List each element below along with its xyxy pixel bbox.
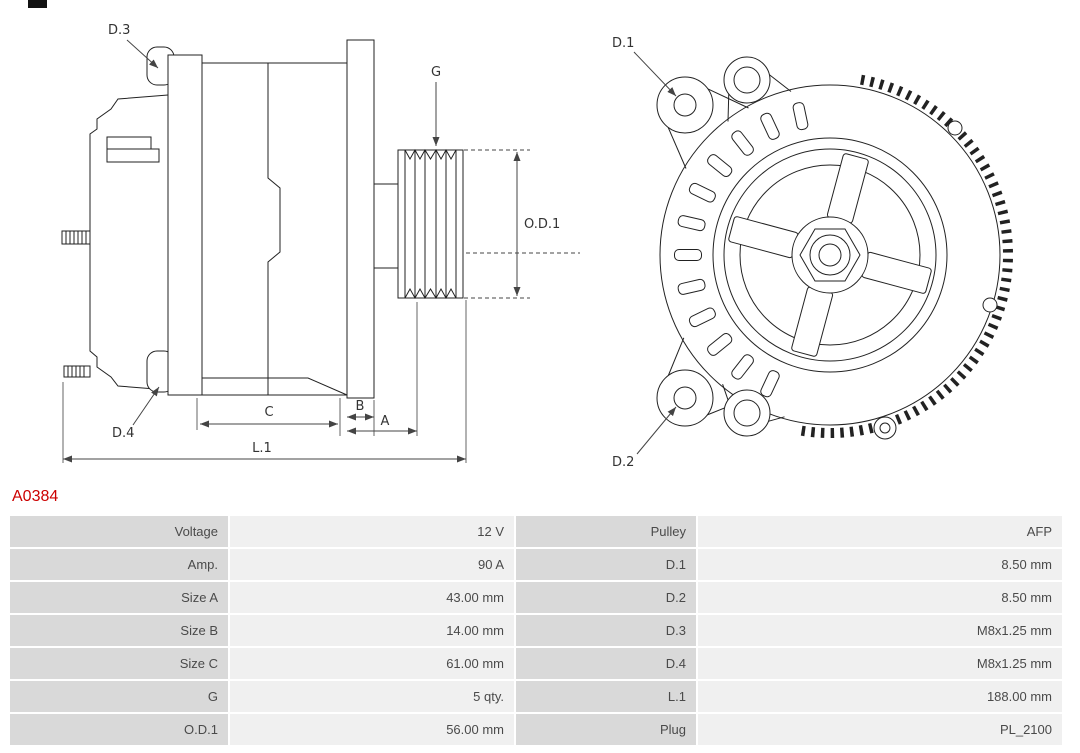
technical-diagram: D.3 G O.D.1 D.4 C	[61, 23, 1013, 470]
dimension-b: B	[347, 399, 374, 421]
spec-label-size-b: Size B	[10, 615, 228, 646]
label-d3: D.3	[108, 23, 130, 38]
pulley-face	[712, 137, 948, 373]
spec-label-pulley: Pulley	[516, 516, 696, 547]
dimension-d2: D.2	[612, 406, 677, 470]
spec-value-size-b: 14.00 mm	[230, 615, 514, 646]
dimension-d1: D.1	[612, 36, 677, 97]
spec-label-g: G	[10, 681, 228, 712]
label-d4: D.4	[112, 426, 134, 441]
label-b: B	[356, 399, 365, 414]
spec-value-plug: PL_2100	[698, 714, 1062, 745]
dimension-d3: D.3	[108, 23, 159, 69]
spec-value-d3: M8x1.25 mm	[698, 615, 1062, 646]
corner-logo-fragment	[28, 0, 47, 8]
pulley-spokes	[728, 153, 932, 357]
spec-value-l1: 188.00 mm	[698, 681, 1062, 712]
hole-d1	[673, 93, 697, 117]
spec-value-pulley: AFP	[698, 516, 1062, 547]
spec-table: Voltage 12 V Pulley AFP Amp. 90 A D.1 8.…	[10, 516, 1062, 745]
spec-label-d1: D.1	[516, 549, 696, 580]
label-d1: D.1	[612, 36, 634, 51]
witness-lines	[62, 300, 467, 463]
side-view-dimensions: D.3 G O.D.1 D.4 C	[62, 23, 580, 463]
mounting-ears	[146, 46, 203, 396]
pulley-side	[397, 148, 464, 300]
part-number: A0384	[12, 488, 59, 505]
shaft	[373, 183, 399, 269]
dimension-g: G	[431, 65, 441, 146]
mounting-holes	[673, 66, 998, 440]
spec-value-d1: 8.50 mm	[698, 549, 1062, 580]
spec-value-od1: 56.00 mm	[230, 714, 514, 745]
label-l1: L.1	[252, 441, 272, 456]
spec-value-size-a: 43.00 mm	[230, 582, 514, 613]
spec-label-size-c: Size C	[10, 648, 228, 679]
label-od1: O.D.1	[524, 217, 560, 232]
spec-label-plug: Plug	[516, 714, 696, 745]
label-a: A	[381, 414, 390, 429]
alternator-diagram-canvas: D.3 G O.D.1 D.4 C	[61, 23, 1013, 470]
spec-label-size-a: Size A	[10, 582, 228, 613]
dimension-a: A	[347, 414, 417, 435]
dimension-c: C	[200, 405, 338, 428]
spec-label-od1: O.D.1	[10, 714, 228, 745]
alternator-front-view	[656, 56, 1013, 440]
alternator-side-view	[61, 39, 464, 399]
spec-value-amp: 90 A	[230, 549, 514, 580]
label-d2: D.2	[612, 455, 634, 470]
pulley-grooves	[404, 150, 457, 298]
dimension-l1: L.1	[63, 441, 466, 463]
spec-value-d4: M8x1.25 mm	[698, 648, 1062, 679]
spec-label-d2: D.2	[516, 582, 696, 613]
rear-housing	[89, 94, 169, 391]
dimension-od1: O.D.1	[464, 149, 580, 299]
spec-label-d3: D.3	[516, 615, 696, 646]
vent-slots	[674, 102, 809, 398]
label-c: C	[264, 405, 273, 420]
spec-value-voltage: 12 V	[230, 516, 514, 547]
spec-value-size-c: 61.00 mm	[230, 648, 514, 679]
label-g: G	[431, 65, 441, 80]
hole-d2	[673, 386, 697, 410]
front-bracket	[346, 39, 375, 399]
spec-label-amp: Amp.	[10, 549, 228, 580]
spec-label-l1: L.1	[516, 681, 696, 712]
spec-value-g: 5 qty.	[230, 681, 514, 712]
front-view-labels: D.1 D.2	[612, 36, 677, 470]
spec-label-d4: D.4	[516, 648, 696, 679]
spec-value-d2: 8.50 mm	[698, 582, 1062, 613]
spec-label-voltage: Voltage	[10, 516, 228, 547]
main-body	[201, 62, 348, 396]
terminal-studs	[61, 230, 91, 378]
dimension-d4: D.4	[112, 386, 160, 441]
